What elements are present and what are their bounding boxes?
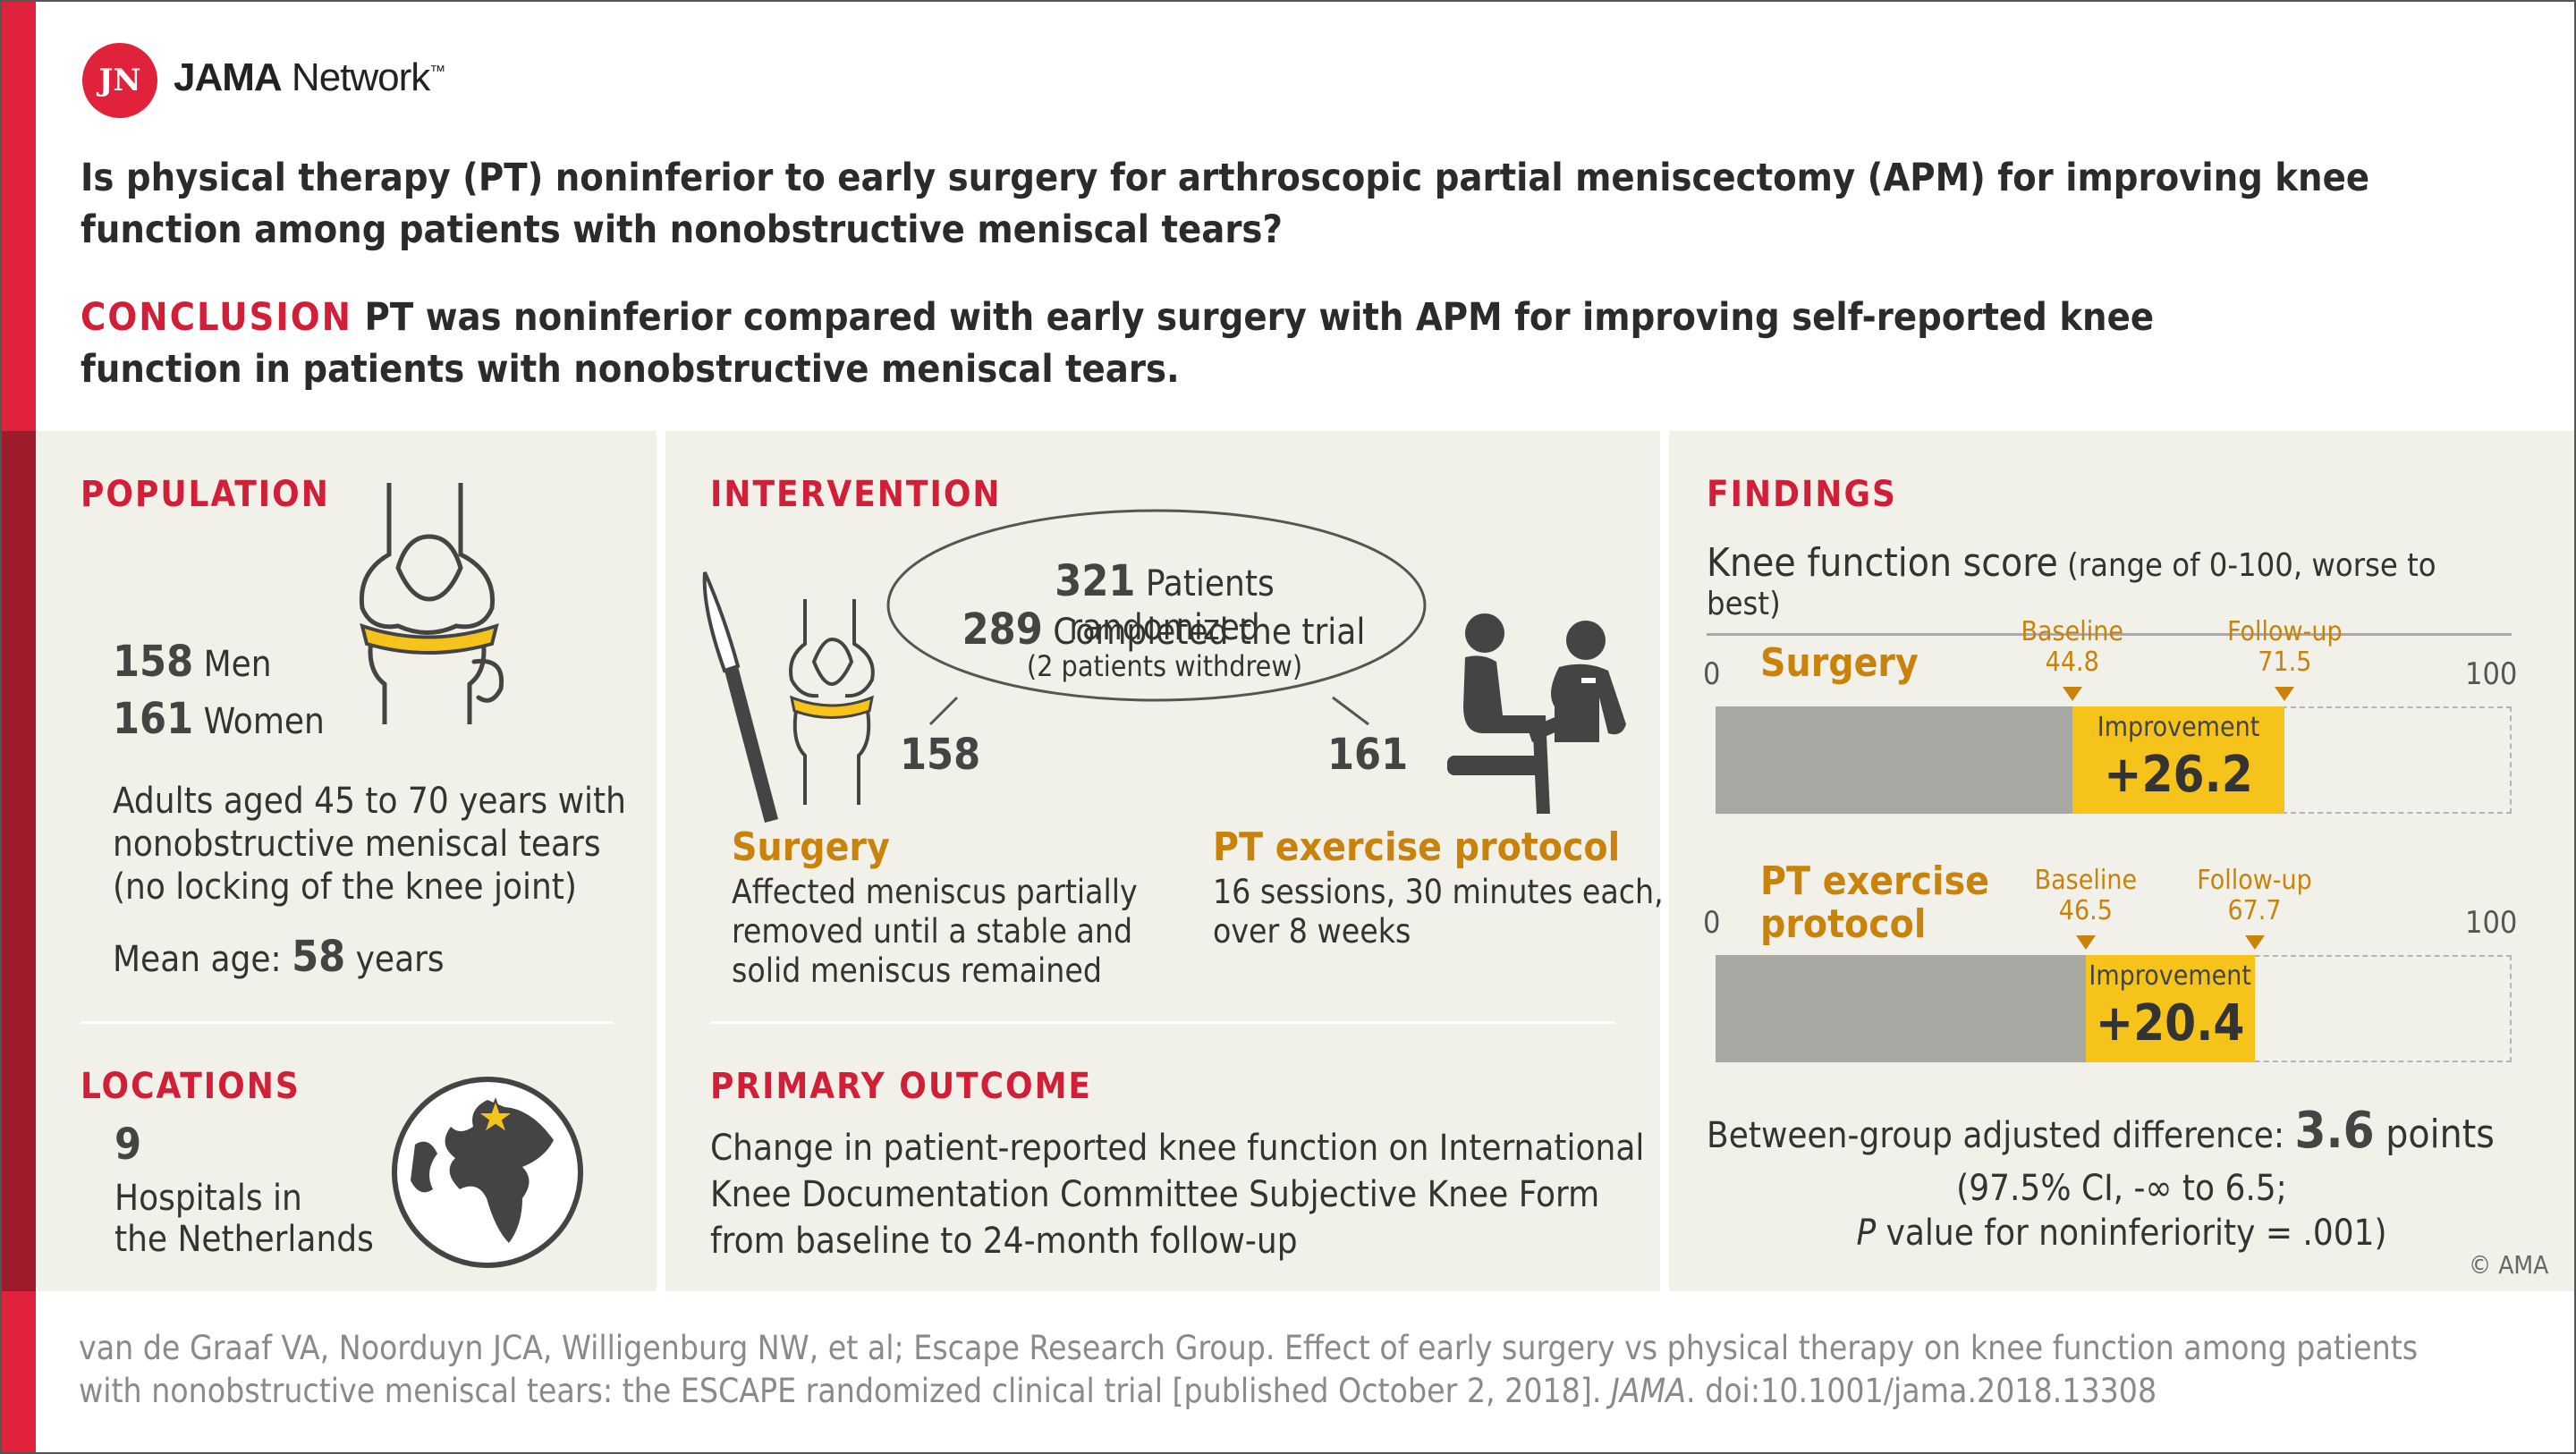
chart-title: Knee function score (range of 0-100, wor… [1707,540,2512,636]
baseline-marker [2062,687,2082,701]
confidence-interval: (97.5% CI, -∞ to 6.5; [1956,1168,2287,1209]
randomized-count: 321 Patients randomized [1055,556,1275,648]
withdrew-note: (2 patients withdrew) [1026,649,1303,683]
citation: van de Graaf VA, Noorduyn JCA, Willigenb… [79,1329,2419,1410]
improvement-value: +26.2 [2104,746,2253,804]
improvement-caption: Improvement [2097,712,2260,743]
population-heading: POPULATION [80,474,330,515]
surgery-desc-3: solid meniscus remained [732,951,1102,990]
p-value: P value for noninferiority = .001) [1856,1213,2387,1254]
improvement-caption: Improvement [2089,960,2251,992]
mean-age: Mean age: 58 years [113,932,445,982]
followup-caption: Follow-up [2227,616,2343,647]
improvement-value: +20.4 [2095,994,2245,1052]
copyright: © AMA [2469,1250,2549,1280]
improvement-bar [2085,955,2255,1062]
followup-marker [2275,687,2295,701]
population-desc-2: nonobstructive meniscal tears [113,824,601,865]
pt-title: PT exercise protocol [1213,824,1621,870]
between-group-difference: Between-group adjusted difference: 3.6 p… [1707,1102,2495,1160]
baseline-value: 46.5 [2058,895,2113,926]
axis-max-surgery: 100 [2465,656,2518,692]
axis-min-surgery: 0 [1703,656,1721,692]
followup-value: 71.5 [2258,647,2312,678]
pt-desc-2: over 8 weeks [1213,912,1411,951]
surgery-title: Surgery [732,824,890,870]
physical-therapy-icon [1447,613,1626,814]
baseline-bar [1716,706,2072,814]
primary-outcome-line-3: from baseline to 24-month follow-up [710,1221,1298,1262]
conclusion: CONCLUSION PT was noninferior compared w… [80,295,2155,392]
key-question: Is physical therapy (PT) noninferior to … [80,156,2370,252]
followup-marker [2244,935,2265,950]
accent-bar-bottom [2,1291,36,1452]
hospital-count: 9 [114,1120,142,1170]
population-desc-3: (no locking of the knee joint) [113,866,577,908]
primary-outcome-line-1: Change in patient-reported knee function… [710,1128,1645,1169]
surgery-n: 158 [900,730,981,780]
pt-desc-1: 16 sessions, 30 minutes each, [1213,873,1664,911]
brand-name: JAMA Network™ [174,55,445,99]
population-desc-1: Adults aged 45 to 70 years with [113,781,626,822]
branch-lines [928,696,1369,726]
accent-bar-top [2,2,36,431]
intervention-panel [665,431,1660,1291]
surgery-desc-1: Affected meniscus partially [732,873,1138,911]
improvement-bar [2072,706,2285,814]
women-count: 161 Women [113,694,325,744]
pt-n: 161 [1327,730,1409,780]
knee-joint-icon [359,483,504,724]
randomization-ellipse [886,509,1427,702]
findings-heading: FINDINGS [1707,474,1897,515]
axis-min-pt: 0 [1703,905,1721,941]
intervention-heading: INTERVENTION [710,474,1002,515]
completed-count: 289 Completed the trial [962,604,1366,655]
locations-label-2: the Netherlands [114,1219,374,1260]
locations-label-1: Hospitals in [114,1178,302,1219]
globe-icon [392,1077,583,1268]
men-count: 158 Men [113,637,272,687]
baseline-value: 44.8 [2045,647,2099,678]
followup-caption: Follow-up [2197,865,2312,896]
baseline-bar [1716,955,2086,1062]
baseline-marker [2075,935,2096,950]
scalpel-knee-icon [702,571,875,823]
jama-network-logo-icon: JN [82,43,157,118]
baseline-caption: Baseline [2034,865,2138,896]
locations-heading: LOCATIONS [80,1066,301,1107]
baseline-caption: Baseline [2021,616,2123,647]
axis-max-pt: 100 [2465,905,2518,941]
primary-outcome-heading: PRIMARY OUTCOME [710,1066,1092,1107]
primary-outcome-line-2: Knee Documentation Committee Subjective … [710,1174,1600,1215]
series-label-surgery: Surgery [1760,640,1919,686]
findings-panel [1669,431,2574,1291]
surgery-desc-2: removed until a stable and [732,912,1133,951]
accent-bar-middle [2,431,36,1291]
followup-value: 67.7 [2227,895,2282,926]
